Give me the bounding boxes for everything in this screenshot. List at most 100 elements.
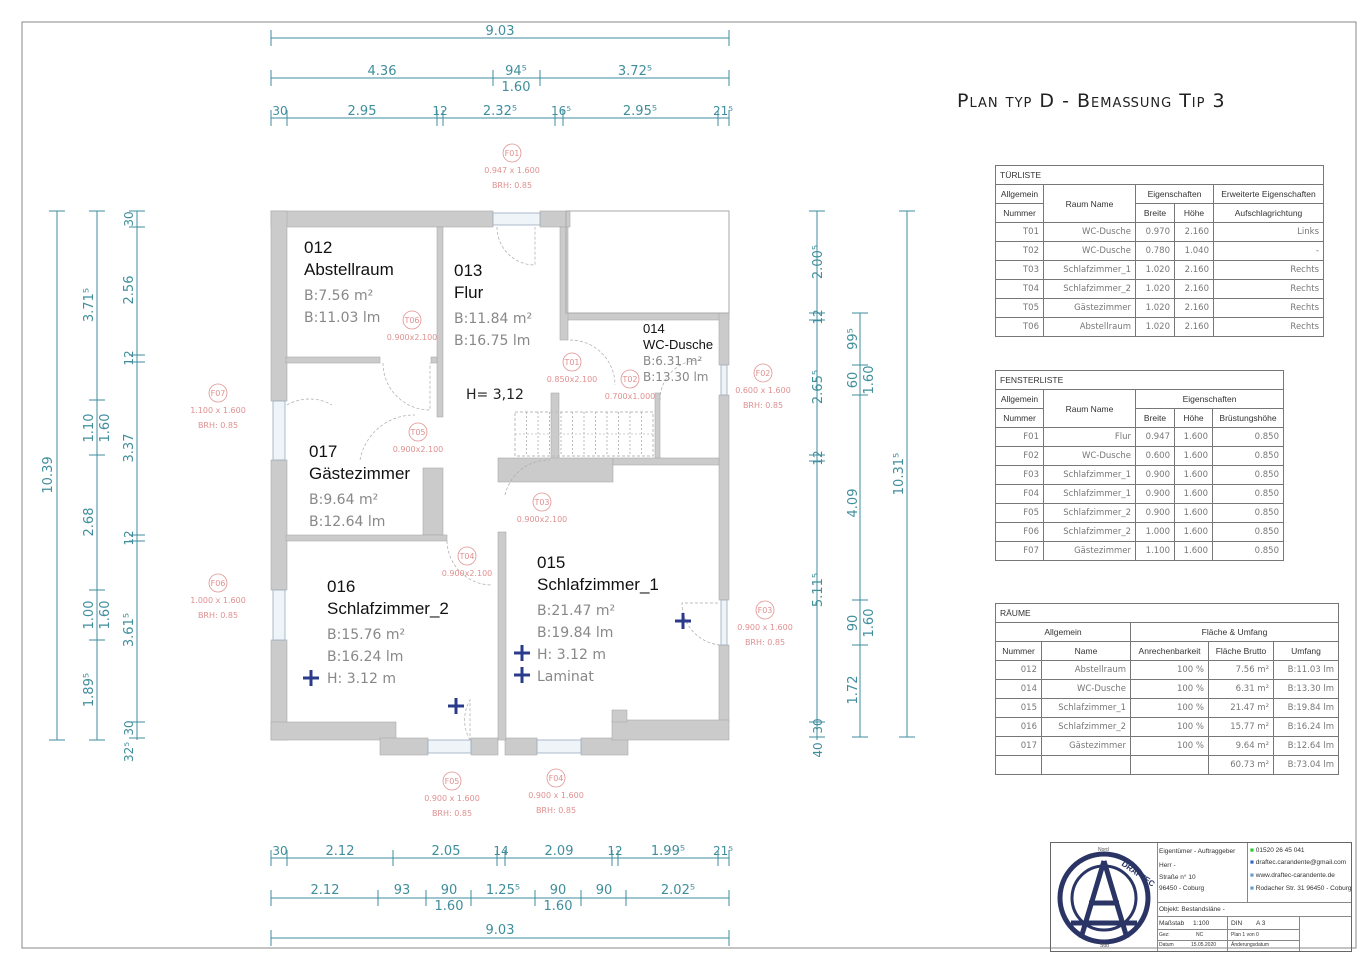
table-cell: Nummer [995, 203, 1044, 223]
dimension-label: 30 [122, 720, 136, 735]
table-cell: F06 [995, 522, 1044, 542]
wall-segment [379, 737, 429, 756]
table-cell: Aufschlagrichtung [1213, 203, 1324, 223]
table-cell: Allgemein [995, 184, 1044, 204]
room-number: 015 [537, 553, 565, 572]
table-cell [995, 755, 1042, 775]
plan-number: Plan 1 von 0 [1231, 932, 1259, 938]
table-cell: 1.600 [1174, 484, 1213, 504]
dimension-label: 14 [493, 844, 508, 858]
plus-marker-icon [675, 613, 691, 629]
room-area: B:11.84 m² [454, 311, 532, 327]
dimension-label: 12 [432, 104, 447, 118]
table-cell: 21.47 m² [1208, 698, 1274, 718]
svg-text:Süd: Süd [1100, 943, 1109, 949]
table-cell: Abstellraum [1041, 660, 1131, 680]
room-perimeter: B:16.24 lm [327, 649, 403, 665]
table-title-row: RÄUME [995, 603, 1339, 623]
table-cell: Schlafzimmer_2 [1043, 522, 1136, 542]
table-cell: 017 [995, 736, 1042, 756]
dimension-label: 12 [122, 530, 136, 545]
window-size: 0.900 x 1.600 [424, 794, 480, 803]
dimension-label: 9.03 [486, 24, 515, 39]
table-cell: Nummer [995, 641, 1042, 661]
table-cell: 0.850 [1212, 446, 1284, 466]
dimension-label: 1.60 [544, 899, 573, 914]
date-label: Datum [1159, 942, 1174, 948]
window-id: F04 [549, 774, 564, 783]
room-number: 013 [454, 261, 482, 280]
dimension-label: 90 [550, 883, 567, 898]
table-cell: Rechts [1213, 279, 1324, 299]
table-cell: WC-Dusche [1043, 241, 1136, 261]
table-cell: 100 % [1130, 717, 1209, 737]
owner-name: Herr - [1159, 862, 1176, 869]
table-cell: 1.600 [1174, 522, 1213, 542]
table-cell: F02 [995, 446, 1044, 466]
door-id: T04 [458, 552, 474, 561]
table-cell: 1.020 [1135, 298, 1175, 318]
contact-email[interactable]: ■ draftec.carandente@gmail.com [1250, 859, 1347, 866]
door-tag: T04 0.900x2.100 [442, 546, 493, 578]
room-number: 012 [304, 238, 332, 257]
table-title: TÜRLISTE [995, 165, 1324, 185]
table-title-row: TÜRLISTE [995, 165, 1324, 185]
dimension-label: 1.89⁵ [82, 673, 97, 707]
owner-label: Eigentümer - Auftraggeber [1159, 848, 1236, 855]
dimension-label: 1.60 [98, 414, 113, 443]
dimension-label: 4.09 [846, 489, 861, 518]
table-cell: 2.160 [1174, 260, 1214, 280]
window-tag-circle [546, 768, 566, 788]
table-cell: Fläche Brutto [1208, 641, 1274, 661]
table-cell: 0.850 [1212, 541, 1284, 561]
door-size: 0.900x2.100 [442, 569, 493, 578]
table-cell: 0.850 [1212, 522, 1284, 542]
table-cell: 0.850 [1212, 427, 1284, 447]
wall-segment [612, 457, 720, 466]
table-cell: 0.947 [1135, 427, 1175, 447]
window-size: 1.100 x 1.600 [190, 406, 246, 415]
room-area: B:21.47 m² [537, 603, 615, 619]
scale-label: Maßstab [1159, 920, 1185, 927]
door-size: 0.900x2.100 [387, 333, 438, 342]
door-id: T05 [409, 428, 425, 437]
window-sill-height: BRH: 0.85 [432, 809, 472, 818]
table-cell: 0.850 [1212, 484, 1284, 504]
table-cell: Raum Name [1043, 389, 1136, 428]
wall-segment [559, 226, 569, 341]
wall-segment [565, 312, 730, 321]
dimension-label: 30 [272, 104, 287, 118]
table-cell: Allgemein [995, 389, 1044, 409]
dimension-label: 21⁵ [713, 844, 733, 858]
door-tag-circle [620, 369, 640, 389]
table-cell: Gästezimmer [1041, 736, 1131, 756]
table-cell: Nummer [995, 408, 1044, 428]
svg-text:Nord: Nord [1098, 847, 1109, 853]
window-tag-circle [208, 383, 228, 403]
wall-segment [718, 644, 730, 723]
table-cell: Rechts [1213, 260, 1324, 280]
table-cell: 2.160 [1174, 222, 1214, 242]
table-cell: 100 % [1130, 736, 1209, 756]
contact-website[interactable]: ■ www.draftec-carandente.de [1250, 872, 1335, 879]
dimension-label: 2.00⁵ [811, 245, 826, 279]
title-block: DRAFTEC Nord Süd Eigentümer - Auftraggeb… [1050, 842, 1352, 952]
window-glazing [272, 589, 286, 641]
dimension-label: 1.72 [846, 676, 861, 705]
